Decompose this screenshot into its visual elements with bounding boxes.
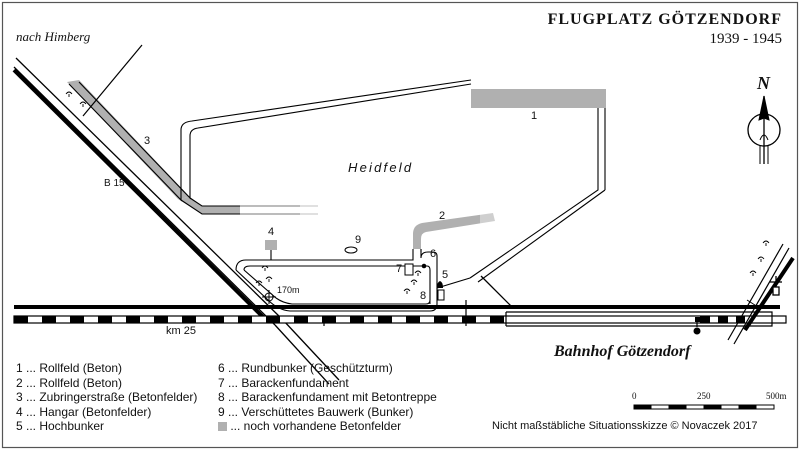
station-platform <box>506 311 773 327</box>
road-label: B 15 <box>104 178 125 189</box>
concrete-swatch-icon <box>218 422 227 432</box>
railway-right <box>743 256 795 332</box>
legend-item: 1 ... Rollfeld (Beton) <box>16 361 123 375</box>
legend-item: 5 ... Hochbunker <box>16 419 105 434</box>
marker-4: 4 <box>268 226 275 238</box>
scale-label-250: 250 <box>697 391 711 401</box>
legend-left: 1 ... Rollfeld (Beton) 2 ... Rollfeld (B… <box>16 361 197 434</box>
legend-swatch-text: ... noch vorhandene Betonfelder <box>230 419 402 434</box>
legend-right: 6 ... Rundbunker (Geschützturm) 7 ... Ba… <box>218 361 437 434</box>
hangar-4 <box>265 240 277 250</box>
marker-1: 1 <box>531 110 538 122</box>
tree-symbols <box>65 91 770 294</box>
crossing-symbol <box>262 290 276 304</box>
direction-label: nach Himberg <box>16 29 91 44</box>
credit-text: Nicht maßstäbliche Situationsskizze © No… <box>492 420 758 432</box>
map-years: 1939 - 1945 <box>709 31 783 47</box>
marker-2: 2 <box>439 210 446 222</box>
legend-item: 4 ... Hangar (Betonfelder) <box>16 404 152 419</box>
feature-6 <box>421 263 427 269</box>
legend-item: 3 ... Zubringerstraße (Betonfelder) <box>16 390 198 405</box>
feature-9 <box>344 246 358 254</box>
legend-item: 2 ... Rollfeld (Beton) <box>16 375 123 390</box>
compass-icon <box>747 95 781 164</box>
zubringer-field <box>202 206 240 214</box>
map-title: FLUGPLATZ GÖTZENDORF <box>547 11 782 28</box>
perimeter-road <box>68 79 606 283</box>
area-label: Heidfeld <box>348 160 414 175</box>
station-label: Bahnhof Götzendorf <box>554 343 691 360</box>
zubringer-grey <box>67 80 190 199</box>
legend-item: 7 ... Barackenfundament <box>218 375 349 390</box>
feature-5 <box>437 281 443 288</box>
legend-item: 6 ... Rundbunker (Geschützturm) <box>218 361 393 375</box>
legend-item: 9 ... Verschüttetes Bauwerk (Bunker) <box>218 404 414 419</box>
feature-7 <box>404 263 414 276</box>
scale-bar <box>633 404 775 410</box>
distance-label: 170m <box>277 285 300 295</box>
legend-item: 8 ... Barackenfundament mit Betontreppe <box>218 390 437 405</box>
marker-3: 3 <box>144 135 151 147</box>
road-b15 <box>13 57 340 385</box>
scale-label-0: 0 <box>632 391 637 401</box>
marker-5: 5 <box>442 269 449 281</box>
rollfeld-2 <box>413 213 495 249</box>
marker-9: 9 <box>355 234 362 246</box>
railway-diag <box>12 68 270 324</box>
marker-7: 7 <box>396 263 403 275</box>
km-label: km 25 <box>166 325 196 337</box>
north-label: N <box>757 73 770 93</box>
station-dot <box>693 327 701 335</box>
feature-8 <box>437 289 445 301</box>
rollfeld-1 <box>471 89 606 108</box>
legend-swatch-row: ... noch vorhandene Betonfelder <box>218 419 437 434</box>
marker-6: 6 <box>430 248 437 260</box>
chapel-symbol <box>770 276 782 296</box>
road-right <box>727 243 790 345</box>
scale-label-500: 500m <box>766 391 787 401</box>
marker-8: 8 <box>420 290 427 302</box>
road-himberg <box>82 44 143 117</box>
